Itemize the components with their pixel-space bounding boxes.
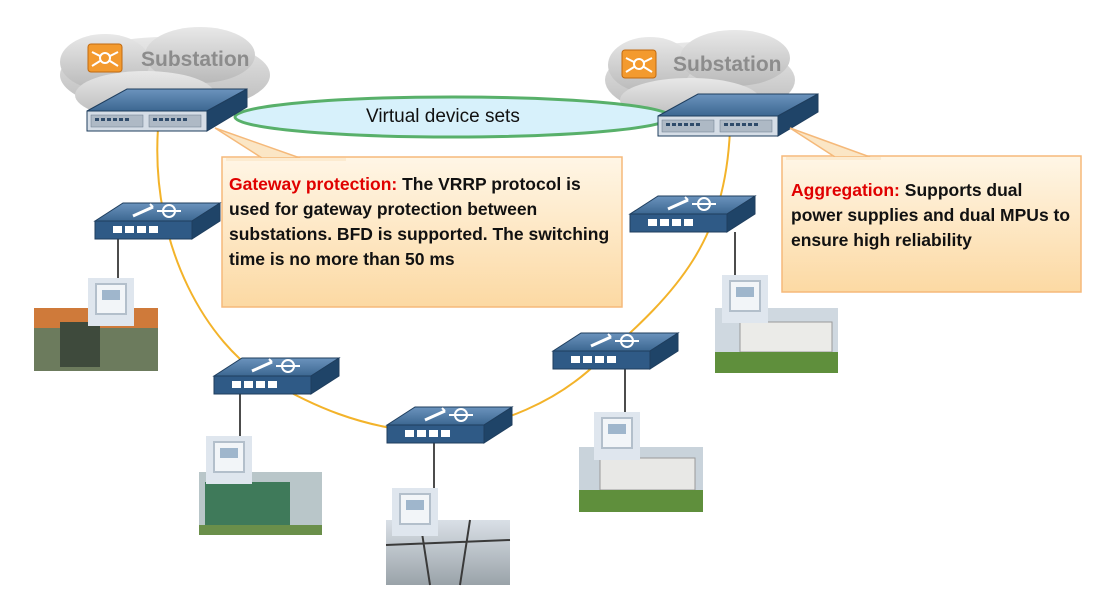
aggregation-title: Aggregation:: [791, 180, 900, 200]
aggregation-body: Supports dual power supplies and dual MP…: [791, 180, 1071, 250]
gateway-protection-callout: Gateway protection: The VRRP protocol is…: [229, 172, 619, 272]
access-switch-icon: [628, 194, 757, 234]
access-switch-icon: [93, 201, 222, 241]
access-switch-icon: [551, 331, 680, 371]
site-photo-icon: [715, 274, 838, 373]
access-switch-icon: [385, 405, 514, 445]
substation-label-left: Substation: [141, 48, 250, 71]
site-photo-icon: [579, 411, 703, 512]
access-switch-icon: [212, 356, 341, 396]
aggregation-callout-box: [781, 155, 1082, 293]
substation-icon: [87, 43, 123, 73]
gateway-protection-title: Gateway protection:: [229, 174, 398, 194]
gateway-protection-body: The VRRP protocol is used for gateway pr…: [229, 174, 610, 269]
virtual-device-sets-label: Virtual device sets: [366, 106, 520, 127]
site-photo-icon: [199, 435, 322, 535]
substation-icon: [621, 49, 657, 79]
site-photo-icon: [385, 487, 511, 586]
gateway-callout-box: [221, 156, 623, 308]
site-photo-icon: [34, 277, 158, 371]
drop-links: [117, 232, 736, 488]
substation-label-right: Substation: [673, 53, 782, 76]
aggregation-callout: Aggregation: Supports dual power supplie…: [791, 178, 1076, 253]
